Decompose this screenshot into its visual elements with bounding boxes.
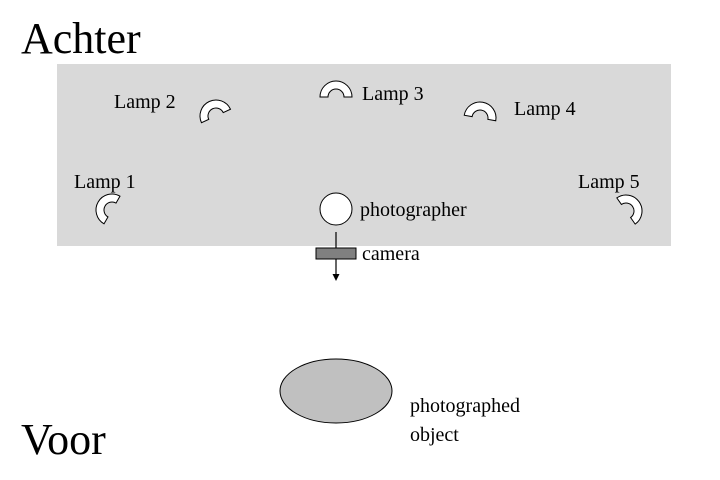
front-label: Voor (21, 415, 106, 464)
object-label-line2: object (410, 424, 459, 446)
object-label-line1: photographed (410, 395, 520, 417)
arrow-head-icon (332, 274, 340, 281)
photographer-label: photographer (360, 199, 467, 221)
lamp-3-label: Lamp 3 (362, 83, 424, 105)
photographed-object-shape (279, 358, 393, 424)
lamp-5-icon (616, 194, 643, 225)
lamp-2-icon (199, 99, 232, 124)
lamp-1-icon (95, 193, 121, 225)
lamp-4-label: Lamp 4 (514, 98, 576, 120)
lamp-4-icon (463, 101, 497, 122)
back-label: Achter (21, 14, 141, 63)
camera-label: camera (362, 243, 420, 265)
photographer-icon (319, 192, 353, 226)
lamp-1-label: Lamp 1 (74, 171, 136, 193)
lamp-3-icon (319, 80, 353, 98)
studio-area (57, 64, 671, 246)
lamp-2-label: Lamp 2 (114, 91, 176, 113)
camera-icon (315, 247, 357, 260)
lamp-5-label: Lamp 5 (578, 171, 640, 193)
